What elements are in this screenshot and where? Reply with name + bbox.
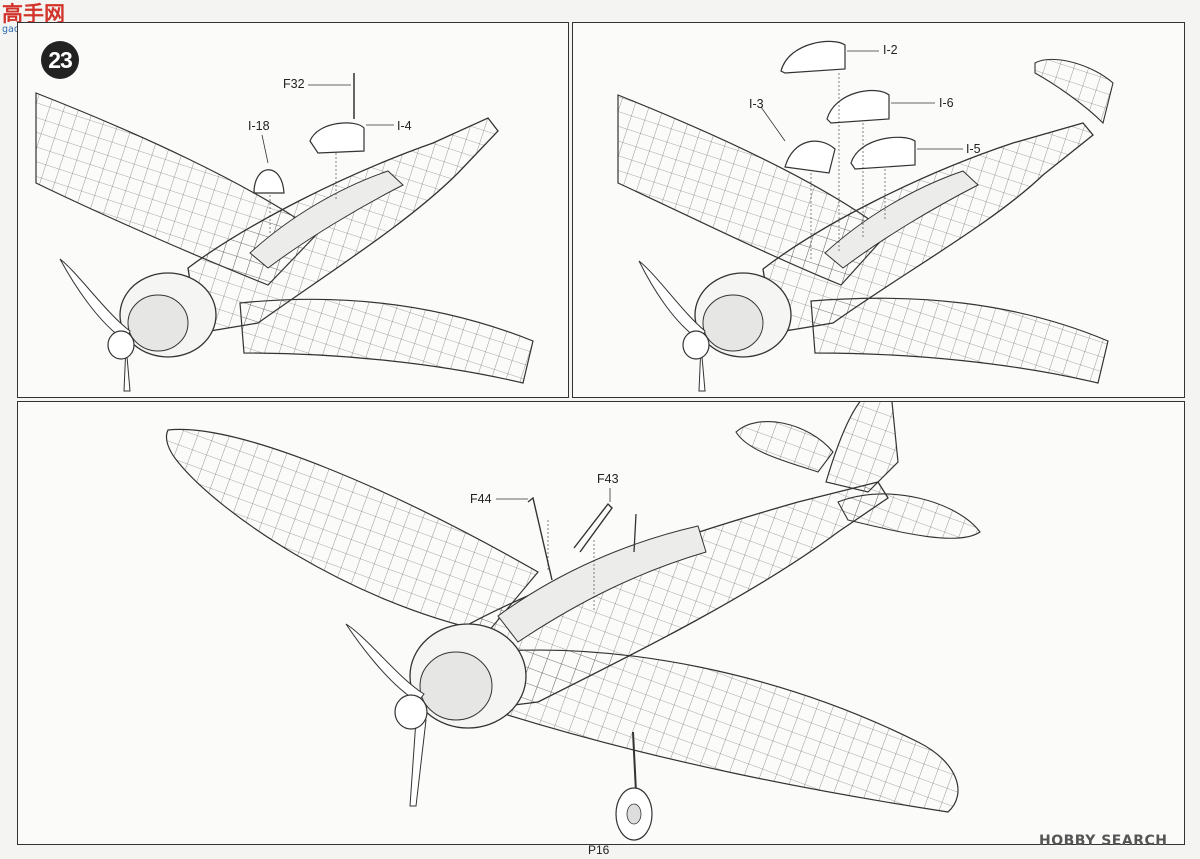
part-i2-canopy bbox=[780, 40, 846, 74]
store-watermark: HOBBY SEARCH bbox=[1039, 833, 1168, 849]
part-i6-canopy bbox=[826, 89, 890, 124]
part-i4-canopy bbox=[309, 122, 365, 154]
aircraft-drawing-front-view bbox=[35, 73, 534, 392]
aircraft-drawing-rear-view bbox=[617, 40, 1114, 392]
aircraft-drawing-full-view bbox=[165, 402, 981, 841]
assembly-panel-full-aircraft: F44 F43 bbox=[17, 401, 1185, 845]
label-i6: I-6 bbox=[939, 96, 954, 110]
label-i2: I-2 bbox=[883, 43, 898, 57]
step-number-badge: 23 bbox=[41, 41, 79, 79]
label-f44: F44 bbox=[470, 492, 492, 506]
page-number: P16 bbox=[588, 843, 610, 857]
part-f43-antenna bbox=[573, 502, 613, 553]
label-i3: I-3 bbox=[749, 97, 764, 111]
label-f32: F32 bbox=[283, 77, 305, 91]
part-f44-antenna bbox=[527, 496, 553, 581]
label-f43: F43 bbox=[597, 472, 619, 486]
label-i4: I-4 bbox=[397, 119, 412, 133]
label-i5: I-5 bbox=[966, 142, 981, 156]
assembly-panel-canopy-front: F32 I-18 I-4 bbox=[17, 22, 569, 398]
assembly-panel-canopy-rear: I-2 I-3 I-6 I-5 bbox=[572, 22, 1185, 398]
part-i3-windscreen bbox=[784, 140, 836, 174]
part-i18-windscreen bbox=[253, 169, 285, 194]
part-i5-canopy bbox=[850, 136, 916, 170]
label-i18: I-18 bbox=[248, 119, 270, 133]
